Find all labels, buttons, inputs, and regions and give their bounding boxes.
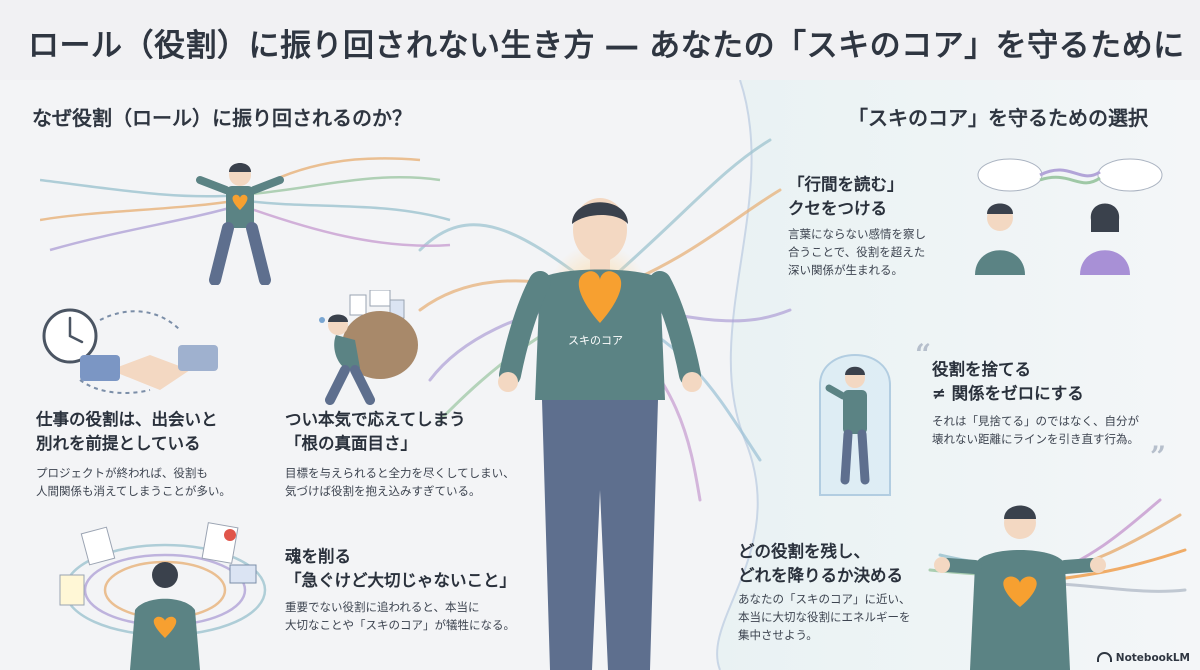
- task-swirl-illustration: [59, 522, 267, 670]
- left-section-title: なぜ役割（ロール）に振り回されるのか？: [32, 106, 412, 130]
- left-item1-body: プロジェクトが終われば、役割も 人間関係も消えてしまうことが多い。: [36, 466, 231, 498]
- heart-label: スキのコア: [568, 334, 623, 347]
- clock-handshake-illustration: [42, 308, 218, 394]
- right-item3-body: あなたの「スキのコア」に近い、 本当に大切な役割にエネルギーを 集中させよう。: [738, 592, 911, 642]
- burdened-person-illustration: [319, 290, 418, 405]
- right-section-title: 「スキのコア」を守るための選択: [848, 106, 1148, 130]
- right-item1-body: 言葉にならない感情を察し 合うことで、役割を超えた 深い関係が生まれる。: [788, 227, 926, 277]
- left-item3-title: 魂を削る 「急ぐけど大切じゃないこと」: [285, 547, 516, 590]
- reading-between-lines-illustration: [975, 158, 1163, 275]
- left-item3-body: 重要でない役割に追われると、本当に 大切なことや「スキのコア」が犠牲になる。: [285, 600, 515, 632]
- boundary-dome-illustration: [819, 354, 891, 496]
- right-item3-title: どの役割を残し、 どれを降りるか決める: [738, 542, 903, 585]
- quote-close-mark: ”: [1150, 440, 1167, 473]
- quote-open-mark: “: [915, 338, 932, 371]
- left-item2-body: 目標を与えられると全力を尽くしてしまい、 気づけば役割を抱え込みすぎている。: [285, 466, 515, 498]
- notebook-logo-icon: [1096, 652, 1112, 662]
- center-person-illustration: [498, 198, 702, 670]
- right-item2-body: それは「見捨てる」のではなく、自分が 壊れない距離にラインを引き直す行為。: [932, 414, 1139, 446]
- page-title: ロール（役割）に振り回されない生き方 ― あなたの「スキのコア」を守るために: [28, 28, 1185, 64]
- choosing-roles-illustration: [928, 498, 1187, 670]
- left-item2-title: つい本気で応えてしまう 「根の真面目さ」: [285, 410, 466, 453]
- brand-badge: NotebookLM: [1096, 652, 1190, 664]
- left-item1-title: 仕事の役割は、出会いと 別れを前提としている: [36, 410, 218, 453]
- header-bar: ロール（役割）に振り回されない生き方 ― あなたの「スキのコア」を守るために: [0, 0, 1200, 81]
- right-item1-title: 「行間を読む」 クセをつける: [788, 175, 904, 218]
- tangled-person-illustration: [40, 157, 451, 285]
- right-item2-title: 役割を捨てる ≠ 関係をゼロにする: [932, 360, 1084, 403]
